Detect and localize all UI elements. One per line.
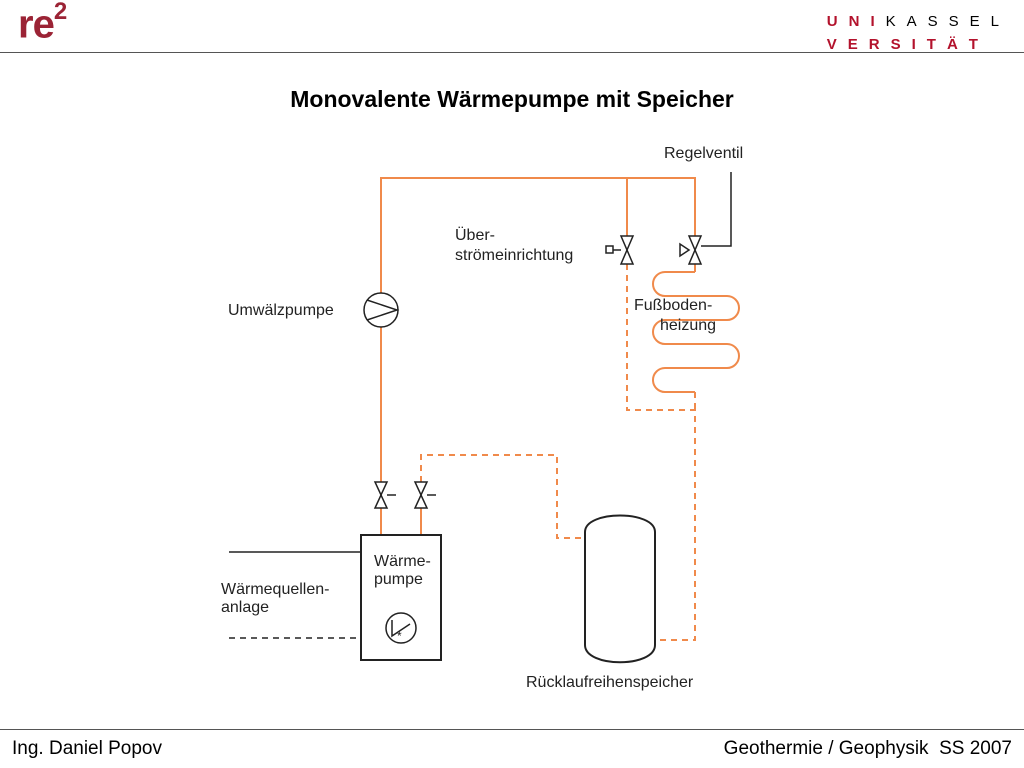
- label-waermepumpe-line1: Wärme-: [374, 553, 431, 570]
- header-divider: [0, 52, 1024, 53]
- label-regelventil: Regelventil: [664, 145, 743, 162]
- return-line-to-storage: [420, 454, 585, 539]
- logo-text: re: [18, 2, 55, 47]
- footer-divider: [0, 729, 1024, 730]
- label-speicher: Rücklaufreihenspeicher: [526, 674, 694, 691]
- svg-text:*: *: [397, 629, 402, 643]
- return-line-right: [626, 264, 696, 641]
- slide-title: Monovalente Wärmepumpe mit Speicher: [290, 86, 734, 112]
- return-pipes: [420, 264, 696, 641]
- valves: [373, 235, 703, 509]
- supply-pipes: [380, 177, 740, 535]
- shutoff-valve-left: [373, 481, 396, 509]
- footer-author: Ing. Daniel Popov: [12, 738, 162, 759]
- heat-pump-box: [360, 534, 442, 661]
- label-ueber-line2: strömeinrichtung: [455, 247, 573, 264]
- compressor-icon: *: [385, 612, 417, 644]
- label-waermequelle-line2: anlage: [221, 599, 269, 616]
- uni-red-text: UNI: [826, 13, 886, 30]
- supply-pipe: [380, 177, 696, 535]
- floor-heating-coil: [652, 271, 740, 393]
- storage-tank: [584, 514, 656, 664]
- kassel-text: KASSEL: [885, 13, 1010, 30]
- versitaet-text: VERSITÄT: [826, 36, 989, 53]
- logo-superscript: 2: [53, 0, 67, 25]
- label-fussboden-line1: Fußboden-: [634, 297, 712, 314]
- footer-course: Geothermie / Geophysik SS 2007: [723, 738, 1012, 759]
- control-valve: [679, 235, 703, 265]
- label-umwaelzpumpe: Umwälzpumpe: [228, 302, 334, 319]
- university-logo: UNIKASSEL VERSITÄT: [827, 10, 1010, 56]
- label-waermepumpe-line2: pumpe: [374, 571, 423, 588]
- label-waermequelle-line1: Wärmequellen-: [221, 581, 329, 598]
- overflow-valve: [605, 235, 635, 265]
- re2-logo: re2: [18, 0, 67, 47]
- circulation-pump-icon: [363, 292, 400, 328]
- label-fussboden-line2: heizung: [660, 317, 716, 334]
- control-signal-line: [701, 172, 732, 247]
- label-ueber-line1: Über-: [455, 226, 495, 244]
- shutoff-valve-right: [413, 481, 436, 509]
